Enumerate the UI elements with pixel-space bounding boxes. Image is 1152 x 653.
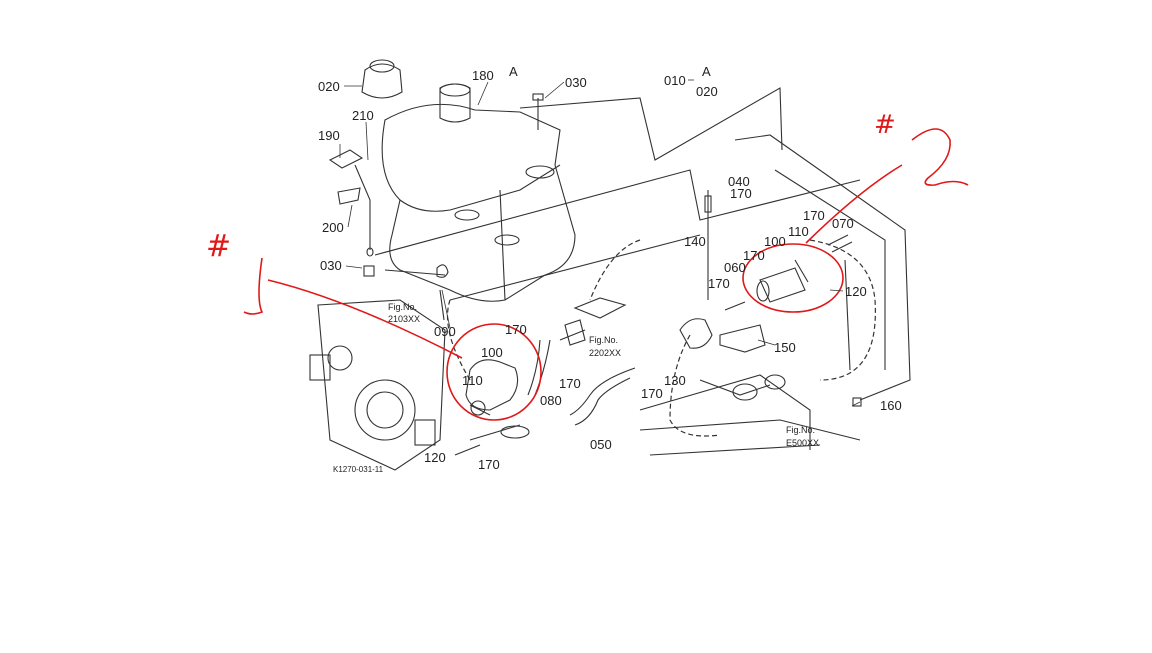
label-120-bottom: 120 xyxy=(424,450,446,465)
note1-hash: # xyxy=(206,229,231,264)
label-200: 200 xyxy=(322,220,344,235)
label-010-marker: A xyxy=(702,64,711,79)
leader-line-2 xyxy=(805,164,903,244)
label-210: 210 xyxy=(352,108,374,123)
label-020-cap: 020 xyxy=(318,79,340,94)
hose-routes xyxy=(446,239,876,437)
label-170-040: 170 xyxy=(730,186,752,201)
label-170-mid: 170 xyxy=(505,322,527,337)
leader-line-1 xyxy=(267,279,463,359)
label-030-top: 030 xyxy=(565,75,587,90)
label-040: 040 xyxy=(728,174,750,189)
fig1-title: Fig.No. xyxy=(388,302,417,312)
red-annotations xyxy=(243,128,969,421)
label-170-right: 170 xyxy=(743,248,765,263)
label-110-left: 110 xyxy=(462,373,483,388)
label-170-bottom: 170 xyxy=(478,457,500,472)
label-110-right: 110 xyxy=(788,224,809,239)
label-170-060: 170 xyxy=(708,276,730,291)
label-140: 140 xyxy=(684,234,706,249)
label-170-lower: 170 xyxy=(641,386,663,401)
label-090: 090 xyxy=(434,324,456,339)
label-010-sub: 020 xyxy=(696,84,718,99)
label-170-top-right: 170 xyxy=(803,208,825,223)
label-050: 050 xyxy=(590,437,612,452)
fig2-title: Fig.No. xyxy=(589,335,618,345)
label-150: 150 xyxy=(774,340,796,355)
handwritten-2-stroke xyxy=(911,128,969,186)
note2-hash: # xyxy=(874,110,896,140)
handwritten-1-stroke xyxy=(243,257,264,315)
label-100-right: 100 xyxy=(764,234,786,249)
label-060: 060 xyxy=(724,260,746,275)
ref-code: K1270-031-11 xyxy=(333,465,384,474)
circle-note-2 xyxy=(742,243,844,313)
label-070: 070 xyxy=(832,216,854,231)
label-130: 130 xyxy=(664,373,686,388)
label-010: 010 xyxy=(664,73,686,88)
label-080: 080 xyxy=(540,393,562,408)
diagram-lines xyxy=(309,59,911,471)
label-120-right: 120 xyxy=(845,284,867,299)
fig2-number: 2202XX xyxy=(589,348,621,358)
fig3-number: E500XX xyxy=(786,438,819,448)
fig3-title: Fig.No. xyxy=(786,425,815,435)
label-170-hose: 170 xyxy=(559,376,581,391)
section-marker-a: A xyxy=(509,64,518,79)
label-160: 160 xyxy=(880,398,902,413)
part-labels: 020 180 A 030 010 A 020 210 190 200 030 … xyxy=(318,64,902,474)
circle-note-1 xyxy=(446,323,542,421)
label-180: 180 xyxy=(472,68,494,83)
label-100-left: 100 xyxy=(481,345,503,360)
fig1-number: 2103XX xyxy=(388,314,420,324)
label-leaders xyxy=(339,79,861,407)
label-190: 190 xyxy=(318,128,340,143)
label-030-left: 030 xyxy=(320,258,342,273)
